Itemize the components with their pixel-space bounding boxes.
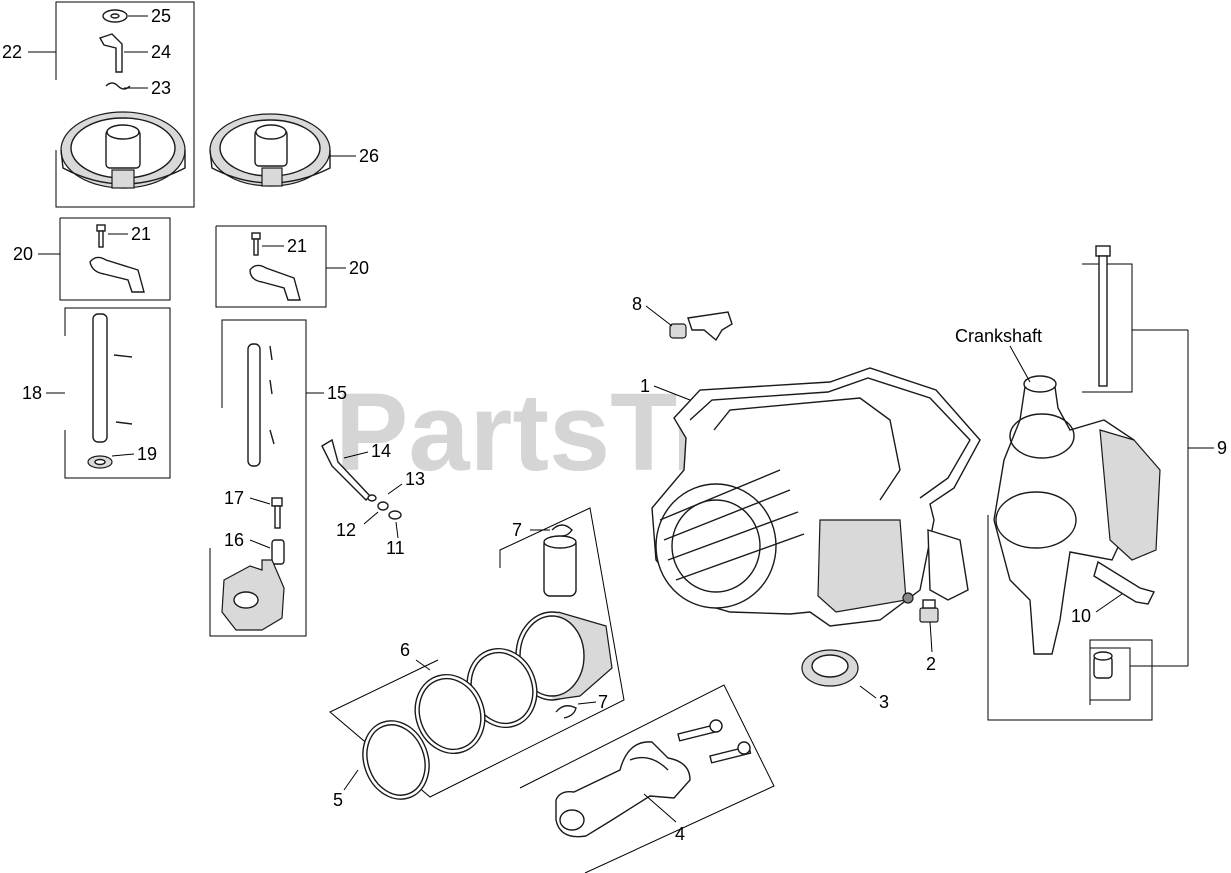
label-8[interactable]: 8: [632, 294, 642, 314]
label-22[interactable]: 22: [2, 42, 22, 62]
label-26[interactable]: 26: [359, 146, 379, 166]
label-21-left[interactable]: 21: [131, 224, 151, 244]
governor-rod[interactable]: [321, 438, 402, 520]
drain-plug[interactable]: [919, 599, 939, 623]
piston-kit[interactable]: [329, 507, 625, 809]
governor-arm-kit-left[interactable]: [59, 217, 171, 301]
label-13[interactable]: 13: [405, 469, 425, 489]
label-14[interactable]: 14: [371, 441, 391, 461]
label-12[interactable]: 12: [336, 520, 356, 540]
label-7-bottom[interactable]: 7: [598, 692, 608, 712]
label-15[interactable]: 15: [327, 383, 347, 403]
label-5[interactable]: 5: [333, 790, 343, 810]
oil-seal[interactable]: [801, 649, 859, 687]
label-crankshaft[interactable]: Crankshaft: [955, 326, 1042, 346]
label-16[interactable]: 16: [224, 530, 244, 550]
label-11[interactable]: 11: [386, 538, 405, 558]
label-6[interactable]: 6: [400, 640, 410, 660]
label-20-left[interactable]: 20: [13, 244, 33, 264]
leader-lines: [28, 15, 1214, 823]
label-21-right[interactable]: 21: [287, 236, 307, 256]
label-25[interactable]: 25: [151, 6, 171, 26]
breather-part[interactable]: [669, 311, 733, 342]
governor-shaft-kit[interactable]: [64, 307, 171, 479]
connecting-rod-kit[interactable]: [519, 684, 775, 873]
label-3[interactable]: 3: [879, 692, 889, 712]
label-17[interactable]: 17: [224, 488, 244, 508]
label-2[interactable]: 2: [926, 654, 936, 674]
label-19[interactable]: 19: [137, 444, 157, 464]
label-20-right[interactable]: 20: [349, 258, 369, 278]
label-18[interactable]: 18: [22, 383, 42, 403]
part-number-labels: 25 24 23 22 26 21 20 21 20 18 19 15 14 1…: [2, 6, 1227, 844]
governor-gear-26[interactable]: [209, 113, 331, 187]
label-4[interactable]: 4: [675, 824, 685, 844]
crankshaft-kit[interactable]: [987, 245, 1161, 721]
crankcase[interactable]: [651, 367, 981, 627]
label-10[interactable]: 10: [1071, 606, 1091, 626]
label-1[interactable]: 1: [640, 376, 650, 396]
label-23[interactable]: 23: [151, 78, 171, 98]
label-9[interactable]: 9: [1217, 438, 1227, 458]
governor-arm-kit-right[interactable]: [215, 225, 327, 308]
governor-gear-assembly[interactable]: [55, 1, 195, 208]
governor-cross-shaft-kit[interactable]: [209, 319, 307, 637]
label-7-top[interactable]: 7: [512, 520, 522, 540]
label-24[interactable]: 24: [151, 42, 171, 62]
